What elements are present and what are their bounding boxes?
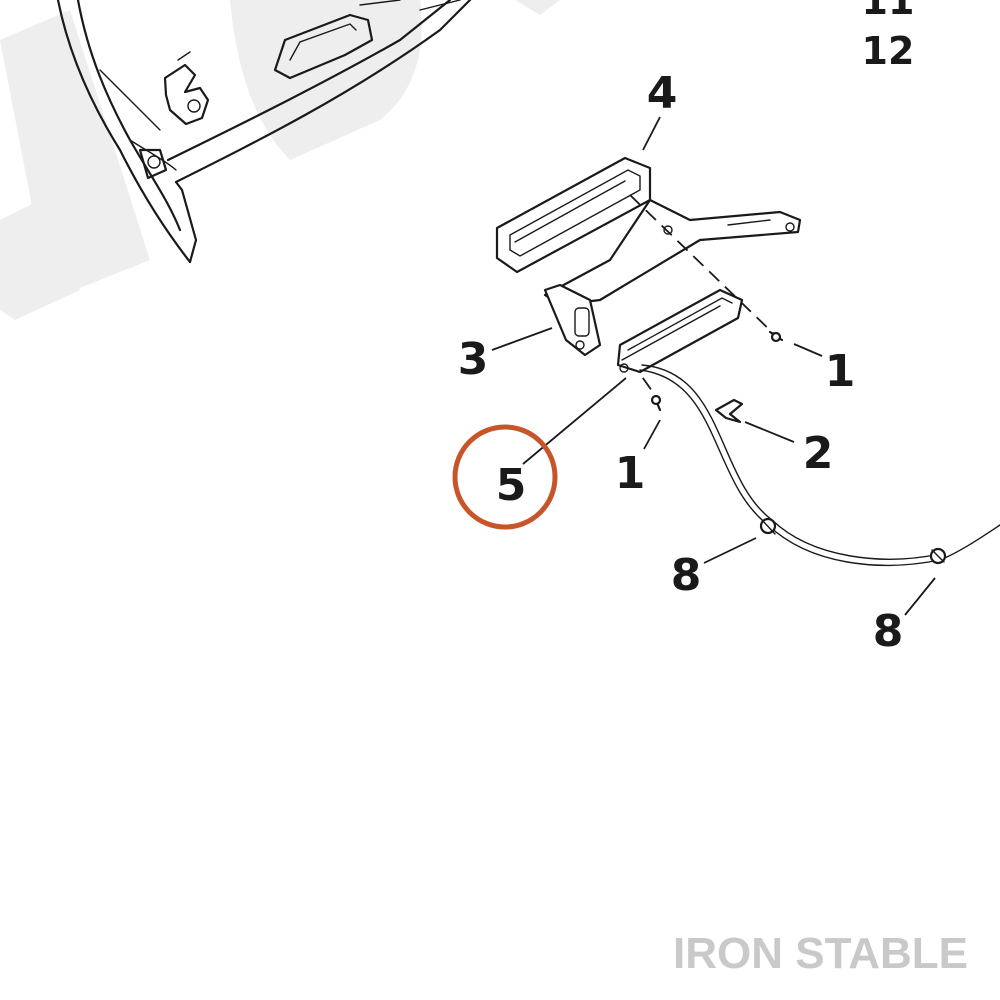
part-5-lamp: [616, 288, 744, 374]
part-1-screw-upper: [768, 330, 784, 343]
callout-12: 12: [862, 29, 915, 73]
part-2-clip: [714, 398, 744, 424]
part-4-bracket: [495, 156, 802, 307]
part-3-bracket: [543, 283, 621, 357]
part-1-screw-lower: [650, 394, 662, 412]
callout-1-upper: 1: [825, 346, 856, 397]
part-8-tie-a: [759, 517, 777, 535]
leader-lines: [491, 116, 936, 616]
highlight-circle: [452, 424, 558, 530]
wire-harness: [639, 369, 1000, 567]
callout-5: 5: [496, 460, 527, 511]
callout-3: 3: [458, 334, 489, 385]
callout-4: 4: [647, 68, 678, 119]
callout-8-right: 8: [873, 606, 904, 657]
callout-11: 11: [862, 0, 915, 23]
callout-1-lower: 1: [615, 448, 646, 499]
watermark-text: IRON STABLE: [673, 929, 968, 978]
fairing-part: [56, 0, 472, 264]
part-8-tie-b: [929, 547, 947, 565]
callout-2: 2: [803, 428, 834, 479]
assembly-line-a: [629, 194, 776, 336]
background-watermark: [0, 0, 560, 320]
callout-8-left: 8: [671, 550, 702, 601]
